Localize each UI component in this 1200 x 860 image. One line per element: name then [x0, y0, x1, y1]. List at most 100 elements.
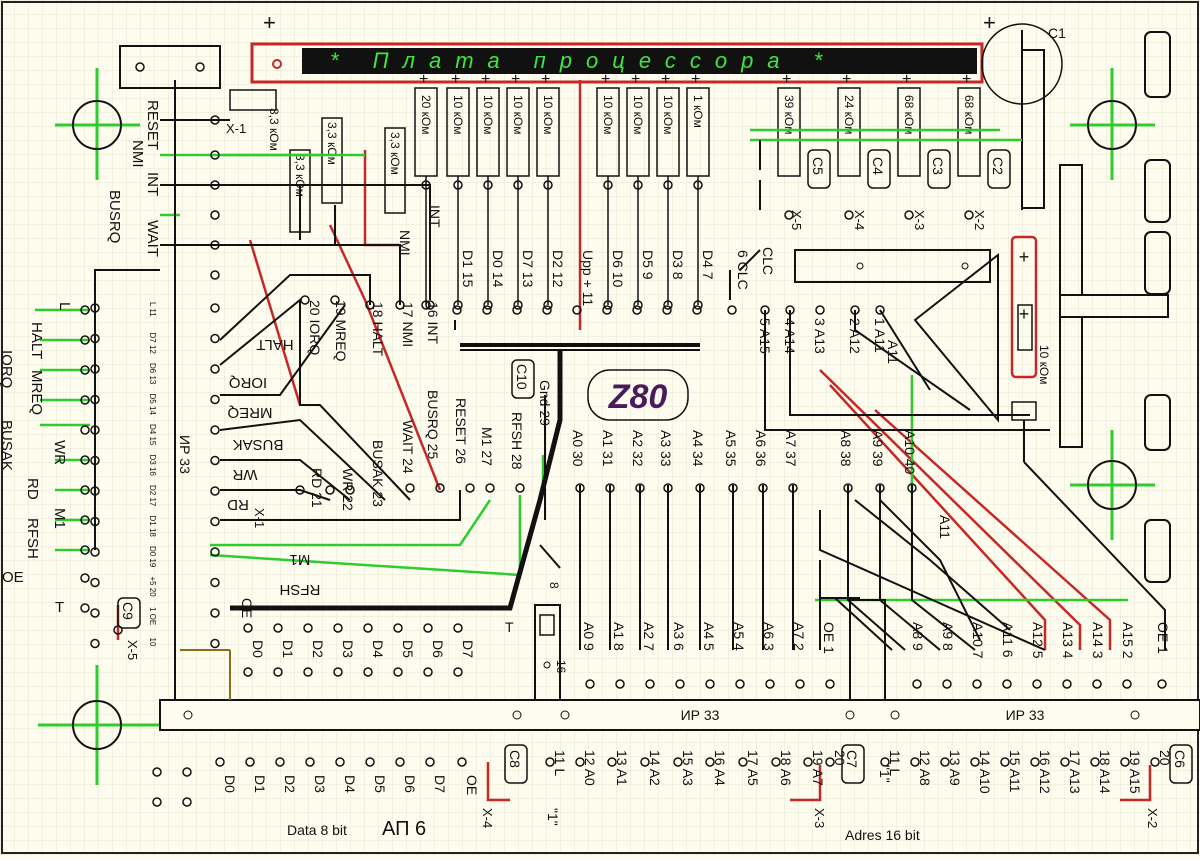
ir33-left-pin: 10 [148, 638, 157, 647]
ir33-left-pin: D7 12 [148, 333, 157, 355]
ir33-left-pin: 1 OE [148, 607, 157, 625]
ir33-data-pin: D3 [340, 640, 356, 658]
ir33-addr-pin: A9 8 [940, 622, 956, 651]
plus-mark: + [601, 71, 610, 88]
plus-mark: + [511, 71, 520, 88]
title-banner: * Плата процессора * [250, 42, 984, 84]
z80-addr-pin: A2 32 [630, 430, 646, 467]
capacitor-labels: C5 C4 C3 C2 C10 C9 C8 C7 C6 [117, 149, 1193, 784]
resistor-value: 10 кОм [661, 95, 675, 135]
left-pads [80, 115, 220, 635]
z80-top-pin: D5 9 [640, 250, 656, 280]
crystal [794, 249, 991, 283]
board-title: * Плата процессора * [330, 48, 836, 73]
svg-text:RFSH: RFSH [280, 581, 321, 598]
svg-text:C10: C10 [514, 364, 530, 390]
svg-text:RFSH: RFSH [24, 518, 41, 559]
ir33-addr-pin: A4 5 [701, 622, 717, 651]
svg-text:"1": "1" [877, 765, 893, 783]
bottom-data-pin: D2 [282, 775, 298, 793]
resistor-r10_5: 10 кОм+ [596, 71, 620, 310]
bottom-addr-pin: 16 A4 [712, 750, 728, 786]
svg-text:X-5: X-5 [789, 210, 804, 230]
resistor-r10_3: 10 кОм+ [506, 71, 530, 310]
regulator-bar [1059, 294, 1169, 318]
ir33-left-pin: L 11 [148, 302, 157, 317]
z80-top-pin: D3 8 [670, 250, 686, 280]
pad-right-1 [1144, 31, 1171, 98]
plus-mark: + [782, 71, 791, 88]
plus-mark: + [691, 71, 700, 88]
svg-text:8: 8 [547, 582, 561, 589]
resistor-r39: 39 кОм+ [777, 71, 801, 220]
ir33-addr-pin: A5 4 [731, 622, 747, 651]
z80-addr-pin: A1 31 [600, 430, 616, 467]
ir33-data-pin: D4 [370, 640, 386, 658]
z80-pin-label: RESET 26 [453, 398, 469, 464]
bottom-addr-pin: 15 A11 [1007, 750, 1023, 793]
mounting-hole-tl [55, 68, 140, 180]
ir33-addr-pin: A11 6 [1000, 622, 1016, 658]
bottom-addr-pin: 18 A14 [1097, 750, 1113, 794]
plus-mark: + [481, 71, 490, 88]
svg-text:WR: WR [232, 466, 257, 483]
bottom-addr-pin: 18 A6 [778, 750, 794, 786]
svg-text:RESET: RESET [144, 100, 161, 150]
bottom-addr-pin: 19 A15 [1127, 750, 1143, 794]
ir33-data-pin: D1 [280, 640, 296, 658]
svg-text:ИР 33: ИР 33 [681, 707, 720, 723]
ir33-addr-pin: A6 3 [761, 622, 777, 651]
svg-text:MREQ: MREQ [228, 404, 273, 421]
bottom-data-pin: OE [464, 775, 480, 795]
ir33-left-pin: D6 13 [148, 363, 157, 385]
svg-text:INT: INT [144, 172, 161, 196]
ir33-left-pin: D3 16 [148, 455, 157, 477]
pad-right-2 [1144, 159, 1171, 223]
svg-text:OE: OE [239, 598, 255, 618]
bottom-addr-pin: 20 [1157, 750, 1173, 766]
svg-text:16: 16 [554, 660, 568, 674]
z80-pin-label: M1 27 [479, 427, 495, 466]
svg-text:C6: C6 [1172, 750, 1188, 768]
ir33-addr-pin: A15 2 [1120, 622, 1136, 659]
ir33-left-pin: D4 15 [148, 424, 157, 446]
bottom-addr-pin: 11 L [552, 750, 568, 776]
resistor-r1k: 1 кОм+ [686, 71, 710, 310]
z80-pin-label: 20 IORQ [307, 300, 323, 355]
z80-addr-pin: A6 36 [753, 430, 769, 467]
ir33-left-pin: D0 19 [148, 546, 157, 568]
resistor-value: 68 кОм [902, 95, 916, 135]
z80-addr-pin: A0 30 [570, 430, 586, 467]
svg-text:BUSAK: BUSAK [233, 436, 284, 453]
resistor-10k-right [1010, 235, 1038, 379]
ir33-data-pin: D6 [430, 640, 446, 658]
resistor-r10_6: 10 кОм+ [626, 71, 650, 310]
svg-text:X-4: X-4 [480, 808, 495, 828]
svg-text:X-2: X-2 [972, 210, 987, 230]
svg-text:IORQ: IORQ [0, 350, 15, 388]
svg-text:"1": "1" [545, 808, 561, 826]
bottom-data-pin: D6 [402, 775, 418, 793]
resistor-r10_2: 10 кОм+ [476, 71, 500, 310]
svg-text:X-3: X-3 [912, 210, 927, 230]
z80-top-pin: D2 12 [550, 250, 566, 288]
svg-text:M1: M1 [290, 551, 311, 568]
bottom-data-pin: D7 [432, 775, 448, 793]
bottom-addr-pin: 14 A2 [647, 750, 663, 786]
bottom-data-pin: D0 [222, 775, 238, 793]
svg-text:NMI: NMI [397, 230, 413, 256]
ir33-addr-pin: A2 7 [641, 622, 657, 651]
z80-addr-pin: A4 34 [690, 430, 706, 467]
svg-text:X-4: X-4 [852, 210, 867, 230]
ir33-left-pin: D5 14 [148, 394, 157, 416]
ir33-data-pin: D5 [400, 640, 416, 658]
ir33-data-pin: D2 [310, 640, 326, 658]
z80-chip-label: Z80 [587, 369, 689, 421]
svg-text:BUSRQ: BUSRQ [106, 190, 123, 243]
left-signal-labels: RESET NMI INT BUSRQ WAIT L HALT IORQ MRE… [0, 100, 161, 616]
svg-text:ИР 33: ИР 33 [177, 435, 193, 474]
svg-text:C3: C3 [930, 157, 946, 175]
